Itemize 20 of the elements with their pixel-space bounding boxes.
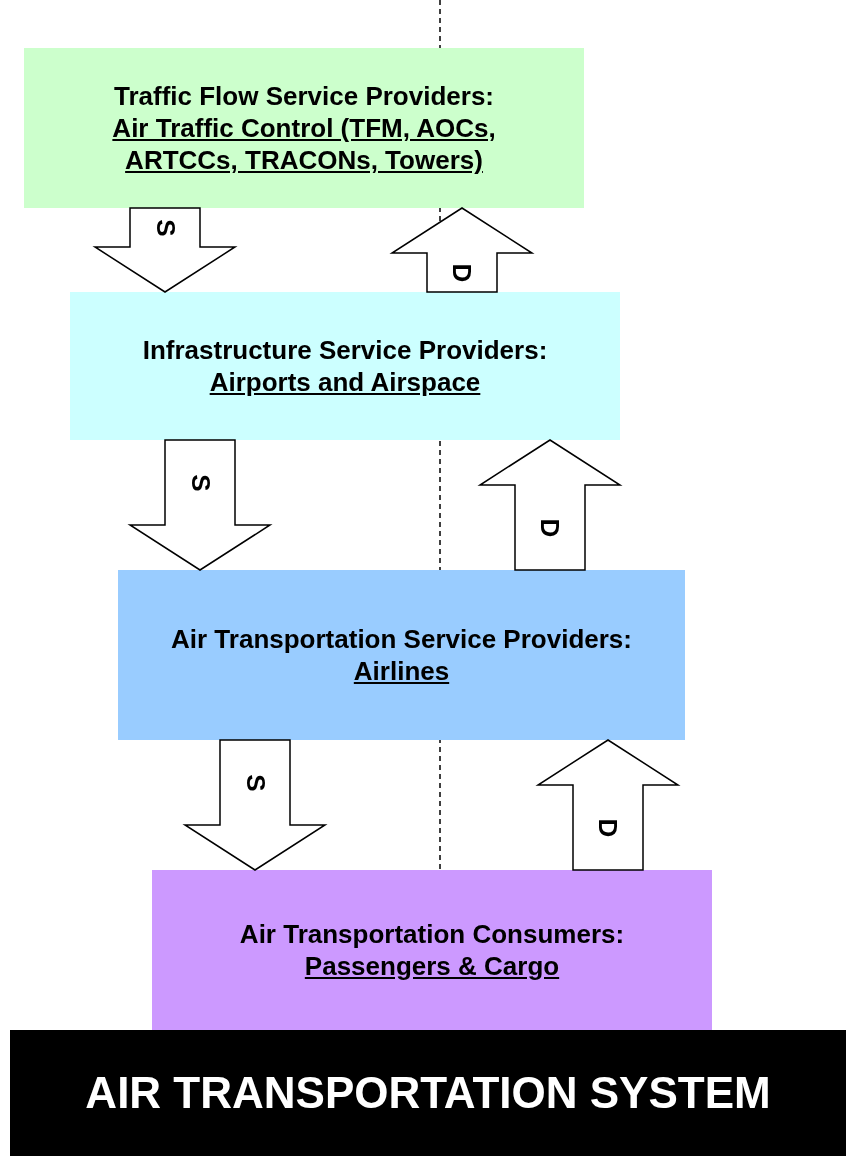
block-arrow [477,439,623,571]
box-subtitle: Airlines [353,655,450,687]
provider-box [152,870,712,1030]
system-band [10,1030,846,1156]
box-subtitle: Passengers & Cargo [304,950,560,982]
band-title: AIR TRANSPORTATION SYSTEM [85,1067,771,1119]
block-arrow [92,207,238,293]
provider-box [70,292,620,440]
provider-box [118,570,685,740]
box-heading: Infrastructure Service Providers: [142,334,548,366]
box-heading: Traffic Flow Service Providers: [113,80,494,112]
box-subtitle: Airports and Airspace [209,366,481,398]
box-heading: Air Transportation Consumers: [239,918,625,950]
block-arrow [127,439,273,571]
box-subtitle: Air Traffic Control (TFM, AOCs, ARTCCs, TRACONs, Towers) [111,112,497,176]
provider-box [24,48,584,208]
block-arrow [535,739,681,871]
block-arrow [389,207,535,293]
box-heading: Air Transportation Service Providers: [171,623,632,655]
block-arrow [182,739,328,871]
